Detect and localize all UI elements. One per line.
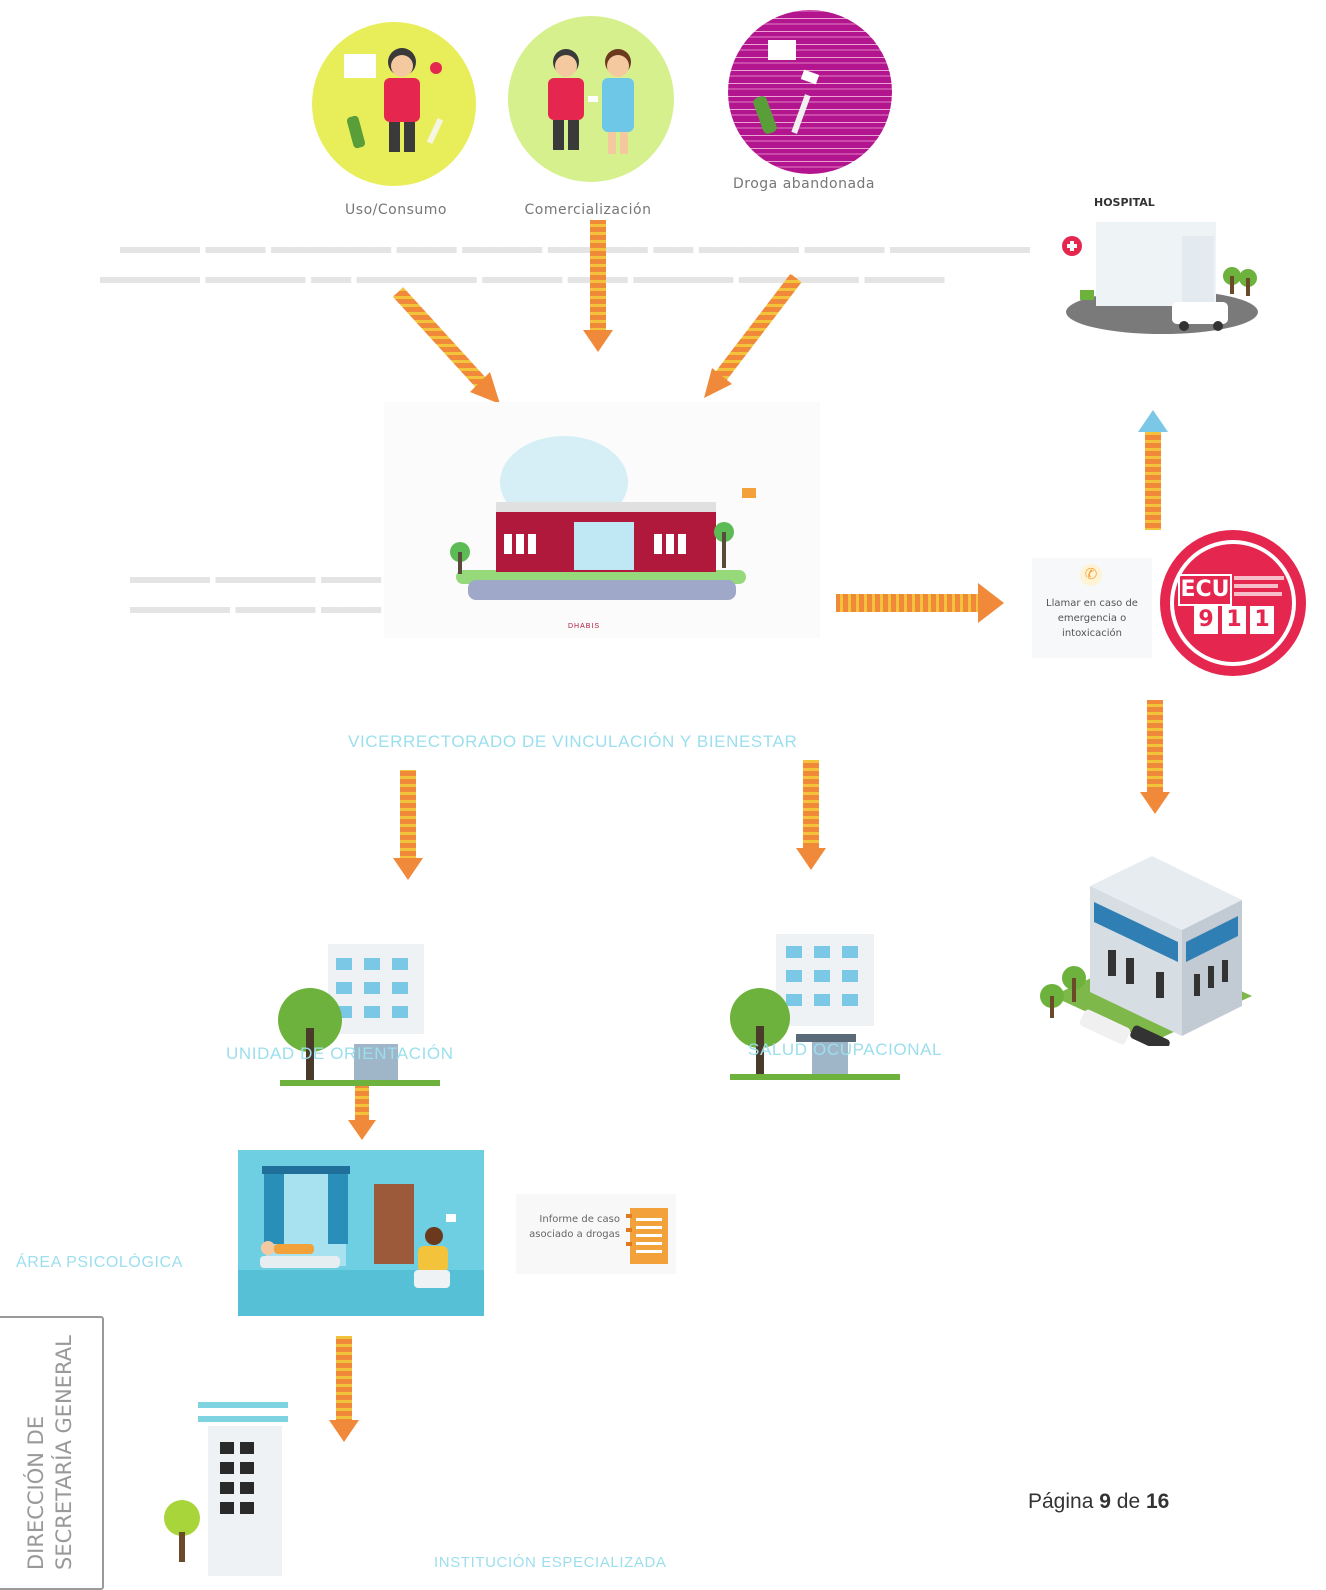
- faint-line: ▬▬▬▬ ▬▬▬▬▬ ▬▬▬: [130, 566, 382, 588]
- report-document-icon: [626, 1208, 668, 1264]
- arrow-building-to-emergency: [836, 583, 1004, 623]
- vicerrectorado-label: VICERRECTORADO DE VINCULACIÓN Y BIENESTA…: [348, 732, 798, 751]
- arrow-droga-to-building: [704, 273, 802, 398]
- page-number: Página 9 de 16: [1028, 1490, 1169, 1514]
- arrow-psicologica-to-institucion: [329, 1336, 359, 1442]
- health-building-icon: [730, 934, 900, 1080]
- drug-icon: [753, 40, 820, 134]
- hospital-illustration: HOSPITAL: [1062, 196, 1262, 336]
- digit-1b: 1: [1250, 606, 1274, 634]
- stamp-line-1: DIRECCIÓN DE: [24, 1415, 48, 1570]
- unidad-orientacion-illustration: [270, 944, 450, 1090]
- person-icon: [344, 48, 444, 152]
- uso-consumo-label: Uso/Consumo: [345, 202, 447, 218]
- salud-ocupacional-label: SALUD OCUPACIONAL: [748, 1040, 943, 1059]
- page-total: 16: [1145, 1490, 1170, 1513]
- institucion-illustration: [160, 1396, 290, 1581]
- police-building-icon: [1040, 856, 1252, 1053]
- comercializacion-label: Comercialización: [524, 202, 652, 218]
- university-building-icon: [450, 436, 756, 600]
- institucion-label: INSTITUCIÓN ESPECIALIZADA: [434, 1554, 667, 1571]
- phone-icon: ✆: [1080, 564, 1102, 586]
- arrow-emergency-to-police: [1140, 700, 1170, 814]
- droga-abandonada-label: Droga abandonada: [733, 176, 875, 192]
- area-psicologica-label: ÁREA PSICOLÓGICA: [16, 1254, 183, 1271]
- building-sign: DHABIS: [568, 623, 601, 630]
- digit-9: 9: [1194, 606, 1218, 634]
- area-psicologica-illustration: [238, 1150, 484, 1316]
- comercializacion-illustration: [508, 16, 674, 182]
- unidad-orientacion-label: UNIDAD DE ORIENTACIÓN: [226, 1044, 454, 1063]
- droga-abandonada-illustration: [728, 10, 892, 174]
- informe-text: Informe de caso asociado a drogas: [529, 1214, 620, 1240]
- hospital-icon: [1062, 222, 1258, 334]
- faint-line: ▬▬▬▬▬ ▬▬▬▬▬ ▬▬ ▬▬▬▬▬▬ ▬▬▬▬ ▬▬▬ ▬▬▬▬▬ ▬▬▬…: [100, 266, 945, 288]
- arrow-comercializacion-to-building: [583, 220, 613, 352]
- faint-line: ▬▬▬▬▬ ▬▬▬▬ ▬▬▬ ▬▬▬▬: [130, 596, 467, 618]
- uso-consumo-illustration: [312, 22, 476, 186]
- arrow-vicerrectorado-to-unidad: [393, 770, 423, 880]
- salud-ocupacional-illustration: [726, 934, 906, 1082]
- vicerrectorado-building-card: DHABIS: [384, 402, 820, 638]
- page-middle: de: [1116, 1490, 1141, 1513]
- informe-card: Informe de caso asociado a drogas: [516, 1194, 676, 1274]
- arrow-vicerrectorado-to-salud: [796, 760, 826, 870]
- stamp-text: DIRECCIÓN DE SECRETARÍA GENERAL: [22, 1335, 78, 1570]
- page-current: 9: [1099, 1490, 1111, 1513]
- police-station-illustration: [1032, 846, 1258, 1053]
- institution-building-icon: [164, 1402, 288, 1576]
- office-building-icon: [278, 944, 440, 1086]
- digit-1a: 1: [1222, 606, 1246, 634]
- stamp-line-2: SECRETARÍA GENERAL: [52, 1335, 76, 1570]
- arrow-emergency-to-hospital: [1138, 410, 1168, 530]
- page-prefix: Página: [1028, 1490, 1094, 1513]
- arrow-uso-to-building: [392, 287, 500, 404]
- ecu-911-logo: ECU 9 1 1: [1160, 530, 1306, 676]
- ecu-label: ECU: [1178, 574, 1232, 606]
- therapy-room-icon: [238, 1166, 484, 1316]
- emergency-call-text: Llamar en caso de emergencia o intoxicac…: [1046, 598, 1138, 639]
- faint-line: ▬▬▬▬ ▬▬▬ ▬▬▬▬▬▬ ▬▬▬ ▬▬▬▬ ▬▬▬▬▬ ▬▬ ▬▬▬▬▬ …: [120, 236, 1031, 258]
- trade-icon: [548, 49, 634, 154]
- hospital-label: HOSPITAL: [1094, 196, 1155, 209]
- emergency-call-card: ✆ Llamar en caso de emergencia o intoxic…: [1032, 558, 1152, 658]
